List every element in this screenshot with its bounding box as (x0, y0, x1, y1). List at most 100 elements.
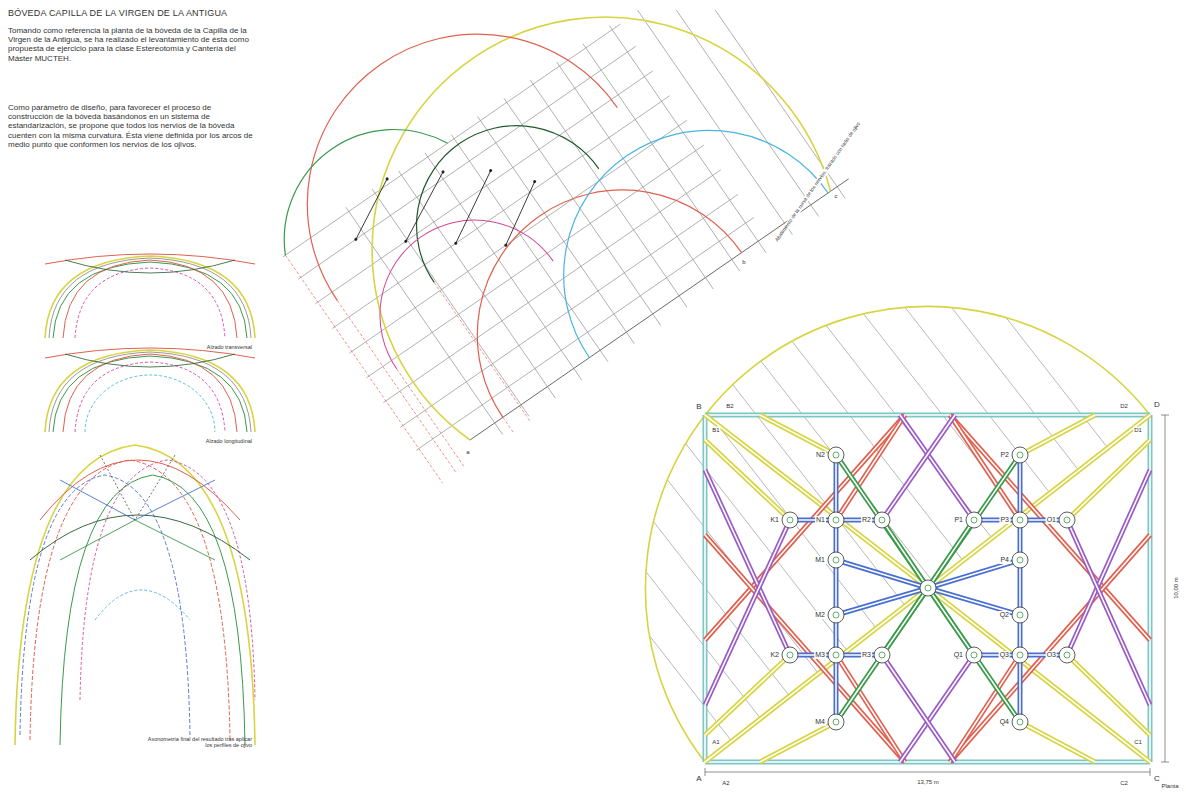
rib-arc (75, 362, 225, 432)
boss-core (833, 517, 839, 523)
rib-band (703, 415, 708, 762)
rib-band (760, 722, 836, 762)
keystone-label: O1 (1046, 516, 1057, 524)
description-text: Como parámetro de diseño, para favorecer… (8, 103, 258, 149)
keystone-label: P3 (999, 516, 1010, 524)
boss-keystone (874, 512, 890, 528)
corner-letter: B (695, 402, 702, 411)
boss-core (879, 652, 885, 658)
rib-arc (507, 74, 828, 358)
tierceron (100, 455, 175, 520)
rib-band (705, 760, 1150, 765)
crown-arc (95, 590, 190, 620)
boss-keystone (1012, 552, 1028, 568)
boss-keystone (1059, 647, 1075, 663)
boss-keystone (782, 512, 798, 528)
voussoir-bar (433, 171, 513, 244)
projection-line (315, 71, 652, 304)
keystone-label: Q3 (999, 651, 1010, 659)
rib-band (1067, 655, 1150, 735)
rib-core (1067, 470, 1150, 655)
sheet-title: BÓVEDA CAPILLA DE LA VIRGEN DE LA ANTIGU… (8, 8, 227, 18)
rib-band (882, 655, 955, 762)
boss-core (971, 652, 977, 658)
boss-keystone (828, 714, 844, 730)
figure-caption: Alzado longitudinal (206, 438, 252, 444)
rib-arc (45, 256, 255, 338)
rib-core (1067, 440, 1150, 520)
rib-core (705, 440, 790, 520)
keystone-label: Q2 (999, 611, 1010, 619)
description-text: Tomando como referencia la planta de la … (8, 26, 258, 63)
rib-band (1148, 415, 1153, 762)
rib-band (928, 588, 1020, 722)
dimension-line (1165, 415, 1166, 762)
rib-arc (30, 460, 230, 740)
rib-core (1020, 722, 1095, 762)
rib-core (836, 588, 928, 722)
rib-band (760, 415, 836, 455)
rib-band (705, 470, 790, 655)
keystone-label: K1 (769, 516, 780, 524)
projection-line (609, 26, 766, 253)
voussoir-bar (338, 179, 406, 239)
keystone-label: M3 (814, 651, 826, 659)
crown-arc (40, 460, 240, 520)
rib-core (705, 470, 790, 655)
rib-arc (85, 375, 215, 432)
keystone-label: Q4 (999, 718, 1010, 726)
corner-letter: D (1153, 400, 1161, 409)
rib-core (900, 655, 974, 762)
rib-band (1067, 470, 1150, 655)
rib-band (705, 415, 905, 640)
boss-core (1064, 652, 1070, 658)
rib-core (1067, 655, 1150, 735)
point-label: B1 (711, 427, 720, 434)
boss-keystone (828, 512, 844, 528)
outline-arc (645, 306, 1150, 762)
crown-arc (45, 254, 255, 264)
keystone-label: R3 (861, 651, 872, 659)
rib-band (705, 440, 790, 520)
dimension-tick (1161, 415, 1169, 416)
rib-band (705, 520, 790, 705)
point-label: D1 (1133, 427, 1143, 434)
projection-line (285, 255, 442, 483)
rib-core (1149, 415, 1151, 762)
boss-core (1017, 517, 1023, 523)
boss-keystone (966, 512, 982, 528)
dimension-tick (705, 768, 706, 776)
rib-band (928, 520, 974, 588)
dimension-tick (1161, 762, 1169, 763)
rib-arc (49, 258, 251, 338)
rib-band (705, 535, 905, 762)
point-label: B2 (725, 403, 734, 410)
boss-core (925, 585, 931, 591)
rib-arc (15, 445, 255, 745)
rib-core (705, 414, 1150, 416)
rib-core (705, 415, 905, 640)
rib-core (704, 415, 706, 762)
point-label: b (741, 259, 746, 266)
dimension-line (705, 772, 1150, 773)
projection-line (383, 170, 720, 403)
point-label: c (834, 193, 839, 200)
node-dot (385, 177, 389, 181)
rib-core (1019, 655, 1021, 722)
rib-core (928, 588, 1020, 722)
node-dot (489, 169, 493, 173)
dimension-tick (1150, 768, 1151, 776)
boss-keystone (874, 647, 890, 663)
elevation-drawing (224, 0, 860, 485)
rib-band (882, 520, 928, 588)
small-figures (15, 254, 255, 745)
keystone-label: M2 (814, 611, 826, 619)
view-name: Planta (1160, 783, 1179, 790)
rib-band (882, 588, 928, 655)
boss-core (833, 719, 839, 725)
rib-band (834, 455, 839, 520)
rib-core (882, 588, 928, 655)
figure-caption: Alzado transversal (207, 344, 252, 350)
boss-keystone (828, 647, 844, 663)
